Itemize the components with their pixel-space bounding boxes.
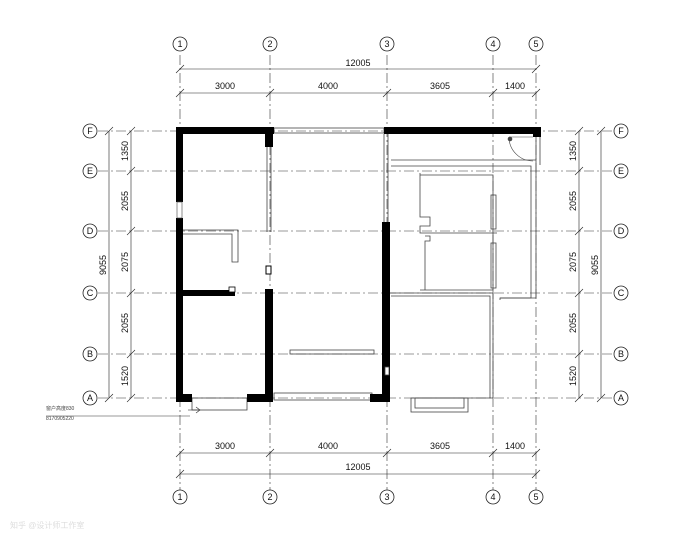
axis-lines <box>98 55 612 490</box>
column-bubbles-bottom: 1 2 3 4 5 <box>172 489 544 505</box>
column-bubble: 4 <box>485 489 501 505</box>
column-bubble: 1 <box>172 489 188 505</box>
svg-text:1: 1 <box>177 492 182 502</box>
svg-text:F: F <box>87 126 93 136</box>
row-bubbles-right: F E D C B A <box>613 123 629 406</box>
svg-text:F: F <box>618 126 624 136</box>
svg-text:3: 3 <box>384 492 389 502</box>
row-bubble: A <box>82 390 98 406</box>
row-bubble: C <box>613 285 629 301</box>
column-bubble: 1 <box>172 36 188 52</box>
dim-segment: 1400 <box>505 441 525 451</box>
svg-text:1: 1 <box>177 39 182 49</box>
column-bubble: 3 <box>379 489 395 505</box>
column-bubble: 4 <box>485 36 501 52</box>
svg-text:B: B <box>618 349 624 359</box>
dim-segment: 1400 <box>505 81 525 91</box>
column-bubble: 2 <box>262 36 278 52</box>
column-bubble: 5 <box>528 489 544 505</box>
dim-segment: 3000 <box>215 441 235 451</box>
dim-segment: 3605 <box>430 441 450 451</box>
svg-text:3: 3 <box>384 39 389 49</box>
dim-segment: 1350 <box>568 141 578 161</box>
thin-partitions <box>383 134 390 376</box>
column-bubbles-top: 1 2 3 4 5 <box>172 36 544 52</box>
svg-text:E: E <box>618 166 624 176</box>
sill-note-line1: 窗户高度830 <box>46 405 75 412</box>
row-bubble: D <box>613 223 629 239</box>
row-bubble: E <box>613 163 629 179</box>
svg-text:2: 2 <box>267 492 272 502</box>
svg-text:5: 5 <box>533 492 538 502</box>
sill-note: 窗户高度830 8170905220 <box>46 405 190 422</box>
watermark-text: 知乎 @设计师工作室 <box>10 520 84 530</box>
dim-segment: 2055 <box>568 313 578 333</box>
svg-text:E: E <box>87 166 93 176</box>
row-bubble: F <box>82 123 98 139</box>
dimension-right <box>574 126 606 403</box>
svg-text:C: C <box>87 288 94 298</box>
dimension-top <box>175 64 541 98</box>
dim-total-top: 12005 <box>345 58 370 68</box>
dim-segment: 2055 <box>120 191 130 211</box>
svg-text:4: 4 <box>490 492 495 502</box>
structural-walls <box>176 127 541 402</box>
dim-segment: 2055 <box>568 191 578 211</box>
row-bubble: B <box>82 346 98 362</box>
svg-text:A: A <box>87 393 93 403</box>
row-bubble: C <box>82 285 98 301</box>
window-arrow <box>188 406 201 414</box>
svg-text:C: C <box>618 288 625 298</box>
dim-segment: 2075 <box>120 252 130 272</box>
svg-text:D: D <box>618 226 625 236</box>
column-bubble: 3 <box>379 36 395 52</box>
row-bubble: F <box>613 123 629 139</box>
dim-segment: 2075 <box>568 252 578 272</box>
svg-text:5: 5 <box>533 39 538 49</box>
dim-segment: 3000 <box>215 81 235 91</box>
dim-segment: 2055 <box>120 313 130 333</box>
thin-walls <box>183 127 541 413</box>
dim-segment: 1520 <box>568 366 578 386</box>
row-bubble: E <box>82 163 98 179</box>
svg-text:2: 2 <box>267 39 272 49</box>
dim-segment: 4000 <box>318 441 338 451</box>
column-bubble: 5 <box>528 36 544 52</box>
row-bubbles-left: F E D C B A <box>82 123 98 406</box>
row-bubble: D <box>82 223 98 239</box>
svg-text:D: D <box>87 226 94 236</box>
sill-note-line2: 8170905220 <box>46 416 74 422</box>
svg-text:A: A <box>618 393 624 403</box>
dimension-bottom <box>175 448 541 479</box>
svg-text:B: B <box>87 349 93 359</box>
svg-text:4: 4 <box>490 39 495 49</box>
dim-segment: 1350 <box>120 141 130 161</box>
dim-total-left: 9055 <box>98 255 108 275</box>
dim-segment: 1520 <box>120 366 130 386</box>
dim-total-right: 9055 <box>590 255 600 275</box>
dim-total-bottom: 12005 <box>345 462 370 472</box>
row-bubble: A <box>613 390 629 406</box>
dim-segment: 4000 <box>318 81 338 91</box>
row-bubble: B <box>613 346 629 362</box>
dimension-left <box>104 126 136 403</box>
column-bubble: 2 <box>262 489 278 505</box>
dim-segment: 3605 <box>430 81 450 91</box>
door-swing <box>507 136 534 162</box>
